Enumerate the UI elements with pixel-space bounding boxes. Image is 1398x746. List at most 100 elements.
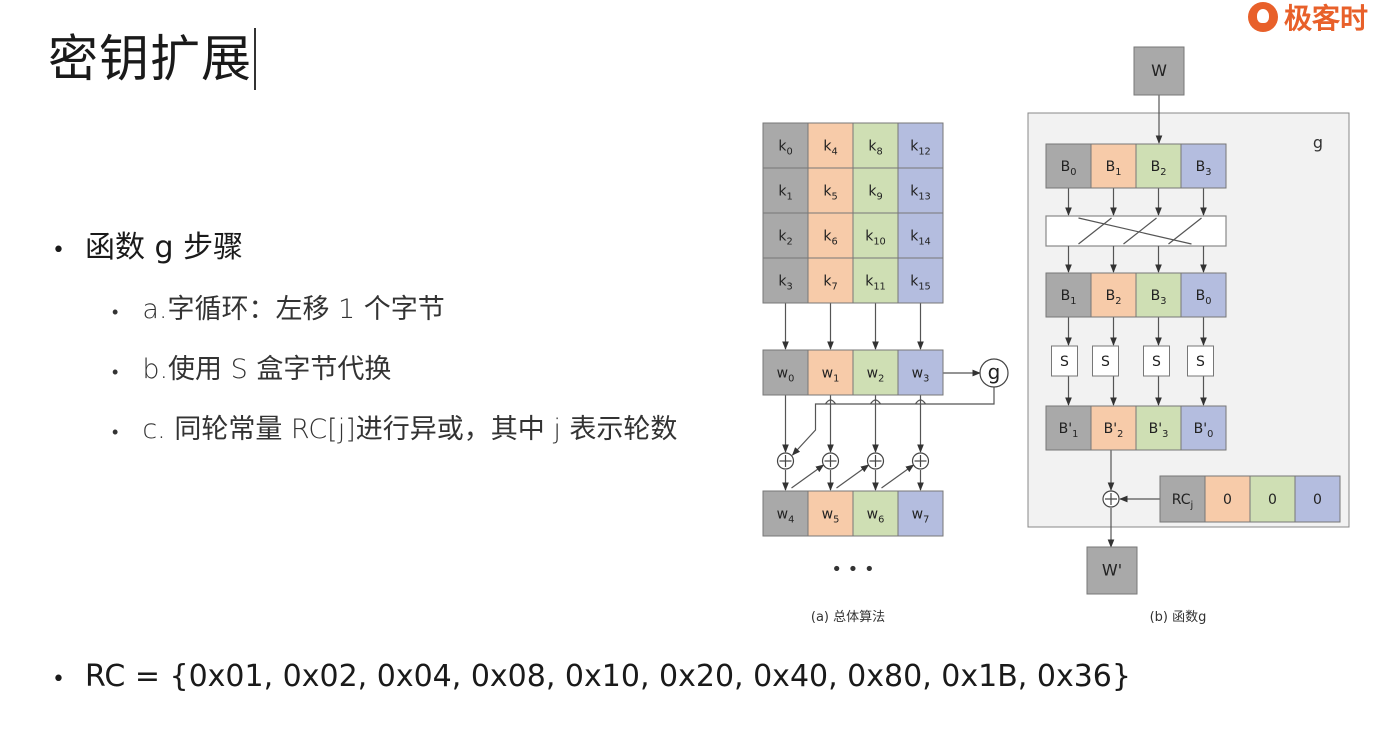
rc-cell-label: 0	[1268, 492, 1277, 508]
rc-cell: RCj	[1159, 475, 1206, 523]
key-cell-label: k9	[868, 184, 882, 203]
rc-cell-label: 0	[1223, 492, 1232, 508]
key-cell-label: k0	[778, 139, 792, 158]
key-cell-label: k12	[910, 139, 931, 158]
byte-cell: B'3	[1135, 405, 1182, 451]
key-cell: k7	[807, 257, 854, 304]
g-output-path	[791, 387, 995, 456]
key-cell: k14	[897, 212, 944, 259]
w-cell-box	[807, 349, 854, 396]
rc-cell-box	[1294, 475, 1341, 523]
key-cell: k5	[807, 167, 854, 214]
rc-cell-box	[1204, 475, 1251, 523]
xor-icon	[866, 452, 885, 470]
byte-cell-label: B0	[1061, 159, 1077, 178]
key-cell-label: k1	[778, 184, 792, 203]
w-cell: w5	[807, 490, 854, 537]
sub-bullet-step-b: • b.使用 S 盒字节代换	[112, 347, 391, 386]
w-cell-label: w6	[867, 507, 885, 526]
key-cell: k11	[852, 257, 899, 304]
byte-cell-label: B1	[1106, 159, 1122, 178]
key-cell-box	[762, 212, 809, 259]
logo-text: 极客时	[1284, 2, 1369, 34]
rc-xor-icon	[1102, 490, 1120, 508]
w-cell-label: w5	[822, 507, 840, 526]
w-cell: w3	[897, 349, 944, 396]
xor-icon	[821, 452, 840, 470]
key-cell-box	[762, 257, 809, 304]
byte-cell: B'2	[1090, 405, 1137, 451]
s-box: S	[1051, 345, 1078, 377]
byte-cell-box	[1045, 272, 1092, 318]
s-box: S	[1143, 345, 1170, 377]
rotate-line	[1078, 217, 1112, 245]
byte-cell: B0	[1180, 272, 1227, 318]
key-cell-label: k7	[823, 274, 837, 293]
w-cell-box	[852, 349, 899, 396]
key-cell-box	[897, 257, 944, 304]
s-box-label: S	[1101, 354, 1110, 370]
output-w-box-label: W'	[1102, 561, 1122, 580]
key-cell: k3	[762, 257, 809, 304]
key-cell-label: k13	[910, 184, 931, 203]
key-cell-box	[852, 257, 899, 304]
rotate-line	[1168, 217, 1202, 245]
chain-arrow	[836, 464, 870, 489]
caption-b: (b) 函数g	[1150, 610, 1207, 625]
byte-cell: B2	[1090, 272, 1137, 318]
byte-cell: B'0	[1180, 405, 1227, 451]
input-w-box: W	[1133, 46, 1185, 96]
key-cell-label: k8	[868, 139, 882, 158]
s-box-label: S	[1196, 354, 1205, 370]
byte-cell-box	[1180, 272, 1227, 318]
rc-cell-label: RCj	[1172, 492, 1194, 511]
byte-cell-box	[1090, 272, 1137, 318]
w-cell-label: w3	[912, 366, 930, 385]
byte-cell: B2	[1135, 143, 1182, 189]
sub-bullet-text: c. 同轮常量 RC[j]进行异或，其中 j 表示轮数	[142, 414, 678, 445]
w-cell: w1	[807, 349, 854, 396]
input-w-box-box	[1133, 46, 1185, 96]
byte-cell-box	[1135, 143, 1182, 189]
sub-bullet-text: b.使用 S 盒字节代换	[142, 354, 392, 385]
bullet-dot: •	[52, 667, 65, 692]
key-cell: k9	[852, 167, 899, 214]
caption-a: (a) 总体算法	[811, 610, 885, 625]
byte-cell-box	[1135, 272, 1182, 318]
key-cell-label: k10	[865, 229, 886, 248]
byte-cell-box	[1180, 405, 1227, 451]
key-cell-box	[852, 212, 899, 259]
byte-cell-label: B0	[1196, 288, 1212, 307]
w-cell-box	[897, 349, 944, 396]
w-cell: w6	[852, 490, 899, 537]
key-cell-label: k2	[778, 229, 792, 248]
byte-cell: B0	[1045, 143, 1092, 189]
rotate-line	[1078, 217, 1192, 245]
key-cell: k0	[762, 122, 809, 169]
brand-logo: 极客时	[1248, 0, 1398, 34]
w-cell: w4	[762, 490, 809, 537]
page-title: 密钥扩展	[48, 28, 256, 90]
w-cell: w2	[852, 349, 899, 396]
s-box-box	[1143, 345, 1170, 377]
key-cell-label: k5	[823, 184, 837, 203]
bullet-dot: •	[112, 362, 119, 383]
xor-icon	[776, 452, 795, 470]
byte-cell-label: B3	[1196, 159, 1212, 178]
key-cell-label: k4	[823, 139, 837, 158]
byte-cell-label: B'2	[1104, 421, 1124, 440]
byte-cell-box	[1045, 143, 1092, 189]
byte-cell-label: B2	[1151, 159, 1167, 178]
w-cell-box	[762, 349, 809, 396]
byte-cell-label: B'0	[1194, 421, 1214, 440]
w-cell-box	[852, 490, 899, 537]
rc-cell: 0	[1294, 475, 1341, 523]
key-cell: k12	[897, 122, 944, 169]
s-box-label: S	[1060, 354, 1069, 370]
byte-cell: B3	[1135, 272, 1182, 318]
w-cell-label: w1	[822, 366, 840, 385]
rc-cell-label: 0	[1313, 492, 1322, 508]
chain-arrow	[881, 464, 915, 489]
byte-cell-box	[1045, 405, 1092, 451]
